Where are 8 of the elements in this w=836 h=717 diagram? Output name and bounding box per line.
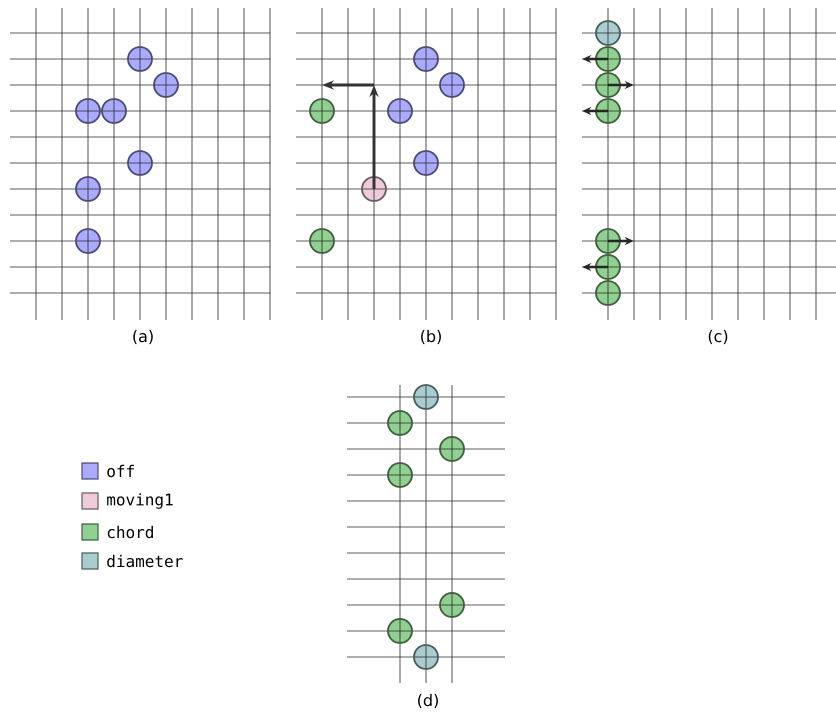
legend-label: moving1 xyxy=(107,493,173,509)
panel-label: (a) xyxy=(133,330,153,344)
legend-label: diameter xyxy=(107,554,183,568)
panel-label: (c) xyxy=(708,330,728,344)
legend-label: off xyxy=(107,464,134,478)
panel-label: (d) xyxy=(418,694,438,708)
panel-label: (b) xyxy=(421,330,441,344)
legend-label: chord xyxy=(108,526,153,538)
